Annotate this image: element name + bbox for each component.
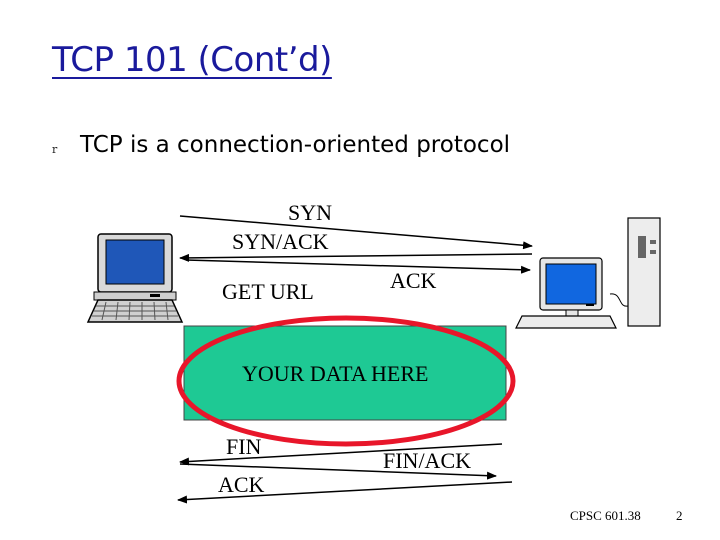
client-computer-icon bbox=[86, 233, 184, 323]
slide-title: TCP 101 (Cont’d) bbox=[52, 40, 332, 80]
server-computer-icon bbox=[515, 217, 661, 329]
fin-arrow bbox=[179, 443, 503, 466]
bullet-text: TCP is a connection-oriented protocol bbox=[80, 132, 511, 158]
fin-ack-arrow bbox=[179, 463, 497, 480]
page-number: 2 bbox=[676, 508, 683, 523]
msg-label-ack: ACK bbox=[390, 268, 437, 293]
get-url-arrow bbox=[185, 259, 531, 274]
syn-ack-arrow bbox=[179, 253, 533, 262]
final-ack-arrow bbox=[177, 481, 513, 504]
msg-label-fin: FIN bbox=[226, 434, 262, 459]
msg-label-fin-ack: FIN/ACK bbox=[383, 448, 472, 473]
bullet-icon: r bbox=[52, 143, 58, 156]
syn-arrow bbox=[179, 215, 533, 250]
data-box-label: YOUR DATA HERE bbox=[242, 361, 429, 386]
msg-label-get-url: GET URL bbox=[222, 279, 314, 304]
msg-label-final-ack: ACK bbox=[218, 472, 265, 497]
data-box bbox=[183, 325, 507, 421]
msg-label-syn-ack: SYN/ACK bbox=[232, 229, 329, 254]
msg-label-syn: SYN bbox=[288, 200, 333, 225]
footer-course: CPSC 601.38 bbox=[570, 508, 641, 523]
highlight-ellipse bbox=[176, 315, 516, 447]
